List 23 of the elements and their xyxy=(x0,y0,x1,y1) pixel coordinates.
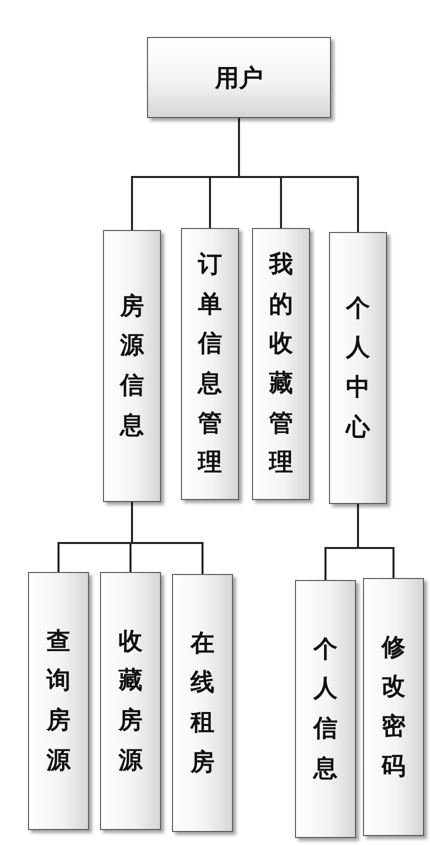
hierarchy-box xyxy=(28,572,89,830)
hierarchy-box xyxy=(147,37,331,118)
hierarchy-box xyxy=(252,228,310,500)
hierarchy-box xyxy=(181,228,239,500)
box-label: 修改密码 xyxy=(382,632,406,782)
box-label: 在线租房 xyxy=(190,628,214,778)
connector-line xyxy=(238,118,359,232)
connector-line xyxy=(357,504,394,578)
box-label: 我的收藏管理 xyxy=(269,249,293,478)
box-label: 个人信息 xyxy=(314,634,338,784)
box-label: 用户 xyxy=(215,62,263,94)
box-label: 查询房源 xyxy=(46,626,70,776)
hierarchy-box xyxy=(295,580,356,838)
hierarchy-box xyxy=(100,572,161,830)
box-label: 个人中心 xyxy=(346,292,370,443)
hierarchy-box xyxy=(103,230,161,502)
hierarchy-box xyxy=(329,232,387,504)
hierarchy-box xyxy=(363,578,424,836)
box-label: 收藏房源 xyxy=(118,626,142,776)
box-label: 订单信息管理 xyxy=(198,249,222,478)
box-label: 房源信息 xyxy=(120,290,144,441)
connector-line xyxy=(131,502,204,574)
hierarchy-box xyxy=(172,574,233,832)
